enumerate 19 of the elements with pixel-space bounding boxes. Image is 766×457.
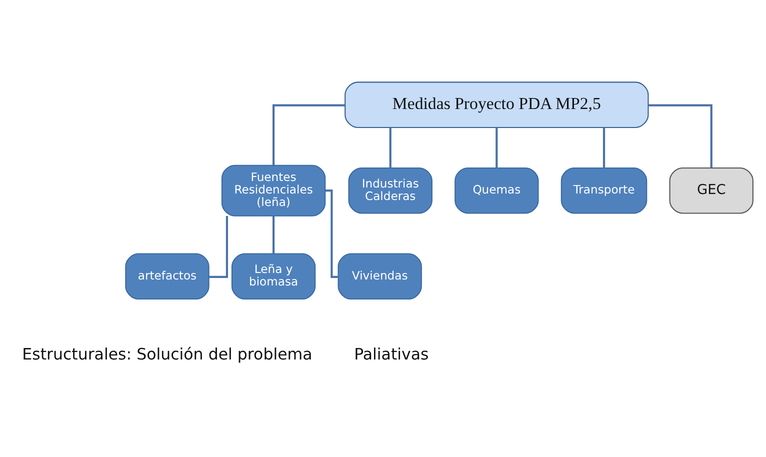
label: Estructurales: Solución del problema — [22, 344, 312, 364]
node-box: Leña y biomasa — [231, 253, 316, 300]
node-box: Quemas — [454, 167, 539, 214]
label: Paliativas — [354, 344, 429, 364]
connector — [389, 128, 392, 168]
node-box: GEC — [669, 167, 754, 214]
node-box: Fuentes Residenciales (leña) — [221, 164, 326, 216]
connector — [496, 128, 498, 168]
node-box: Transporte — [560, 167, 648, 214]
connector — [648, 104, 712, 168]
node-box: Medidas Proyecto PDA MP2,5 — [344, 82, 649, 128]
node-box: artefactos — [125, 253, 210, 300]
connector — [325, 190, 338, 278]
connector — [602, 128, 606, 168]
node-box: Viviendas — [338, 253, 422, 300]
connector — [209, 216, 228, 278]
connector — [272, 104, 346, 166]
node-box: Industrias Calderas — [348, 167, 432, 214]
connector — [272, 216, 275, 254]
